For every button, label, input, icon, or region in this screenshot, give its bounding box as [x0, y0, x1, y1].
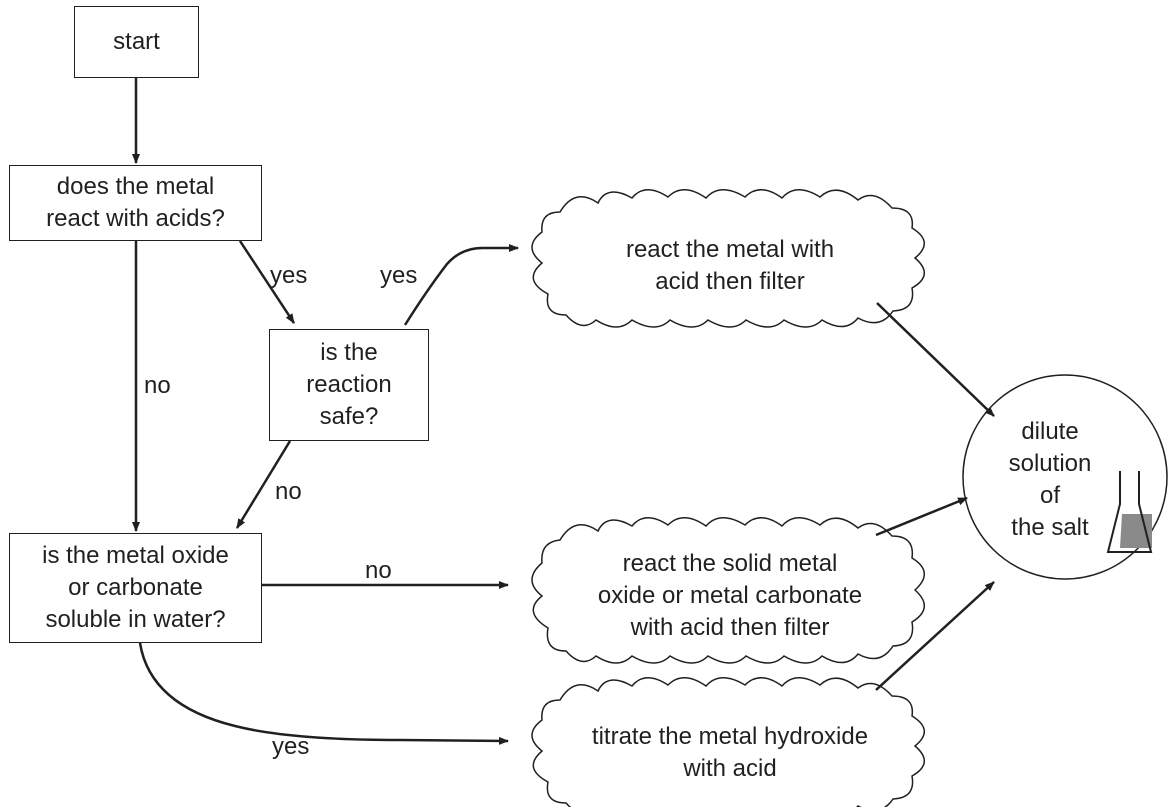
text-line: solution [1008, 450, 1092, 477]
arrow-react-oxide-to-result [875, 496, 968, 537]
start-box: start [74, 6, 199, 78]
arrow-soluble-yes-to-titrate [138, 642, 509, 745]
result-circle [962, 374, 1168, 580]
action-react-metal-text: react the metal with acid then filter [545, 218, 915, 314]
edge-label-react-yes: yes [270, 262, 308, 289]
conical-flask-icon [1106, 471, 1153, 553]
question-metal-react-text: does the metal react with acids? [46, 171, 225, 235]
text-line: with acid [683, 755, 777, 782]
arrow-react-metal-to-result [876, 302, 995, 417]
start-box-text: start [113, 26, 160, 58]
edge-label-safe-yes: yes [380, 262, 418, 289]
edge-label-safe-no: no [275, 478, 302, 505]
text-line: with acid then filter [630, 614, 830, 641]
text-line: soluble in water? [45, 606, 226, 633]
question-soluble-box: is the metal oxide or carbonate soluble … [9, 533, 262, 643]
text-line: or carbonate [68, 574, 203, 601]
text-line: react the metal with [625, 236, 835, 263]
action-titrate-text: titrate the metal hydroxide with acid [535, 708, 925, 798]
text-line: acid then filter [655, 268, 805, 295]
arrow-react-yes-to-safe [238, 240, 296, 324]
action-react-oxide-text: react the solid metal oxide or metal car… [540, 540, 920, 652]
text-line: is the metal oxide [42, 542, 229, 569]
text-line: react the solid metal [622, 550, 838, 577]
question-reaction-safe-box: is the reaction safe? [269, 329, 429, 441]
text-line: of [1039, 482, 1060, 509]
edge-label-soluble-yes: yes [272, 733, 310, 760]
text-line: react with acids? [46, 205, 225, 232]
cloud-shape-react-oxide [531, 517, 925, 664]
text-line: oxide or metal carbonate [597, 582, 863, 609]
text-line: dilute [1021, 418, 1079, 445]
result-text: dilute solution of the salt [990, 415, 1110, 545]
arrow-safe-no-to-soluble [235, 440, 292, 529]
text-line: is the [320, 339, 378, 366]
start-label: start [113, 28, 160, 55]
cloud-shape-react-metal [531, 189, 925, 328]
text-line: titrate the metal hydroxide [591, 723, 869, 750]
arrow-safe-yes-to-react-metal [403, 244, 519, 326]
edge-label-soluble-no: no [365, 557, 392, 584]
question-metal-react-box: does the metal react with acids? [9, 165, 262, 241]
edge-label-react-no: no [144, 372, 171, 399]
question-reaction-safe-text: is the reaction safe? [306, 337, 391, 433]
text-line: safe? [319, 403, 379, 430]
text-line: the salt [1011, 514, 1089, 541]
arrow-titrate-to-result [875, 581, 995, 691]
text-line: does the metal [56, 173, 215, 200]
cloud-shape-titrate [531, 677, 925, 807]
text-line: reaction [306, 371, 392, 398]
question-soluble-text: is the metal oxide or carbonate soluble … [42, 540, 229, 636]
